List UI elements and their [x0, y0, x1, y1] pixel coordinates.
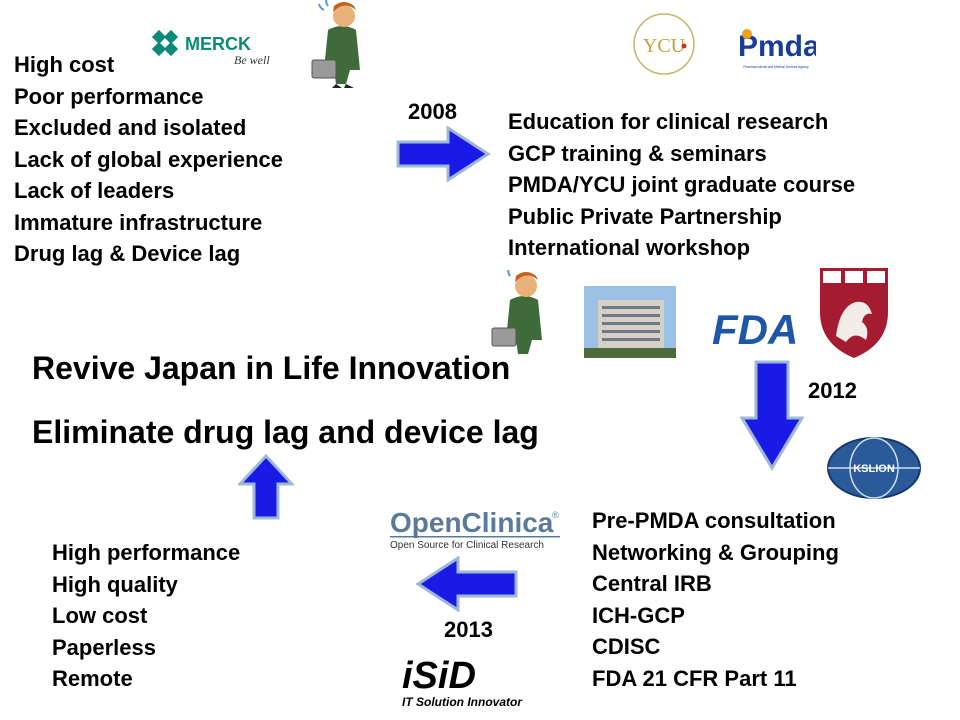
kslion-wordmark: KSLION — [853, 463, 895, 475]
outcomes-list: High performance High quality Low cost P… — [52, 537, 240, 695]
left-arrow-icon — [414, 556, 518, 612]
consultation-item: Networking & Grouping — [592, 539, 839, 565]
year-2012: 2012 — [808, 378, 857, 403]
fda-wordmark: FDA — [712, 306, 798, 350]
problem-item: Lack of leaders — [14, 178, 175, 203]
problem-item: Immature infrastructure — [14, 209, 263, 235]
harvard-shield-logo — [818, 266, 890, 360]
outcome-item: Low cost — [52, 603, 148, 628]
right-arrow-icon — [396, 126, 492, 182]
education-item: PMDA/YCU joint graduate course — [508, 172, 856, 197]
up-arrow-icon — [238, 454, 294, 520]
pmda-logo: Pmda Pharmaceuticals and Medical Devices… — [736, 20, 816, 72]
year-2013: 2013 — [444, 617, 493, 642]
isid-subtitle: IT Solution Innovator — [402, 695, 523, 709]
openclinica-subtitle: Open Source for Clinical Research — [390, 540, 544, 551]
ycu-mark: YCU — [643, 35, 686, 57]
outcome-item: Remote — [52, 666, 133, 691]
worried-man-illustration — [486, 270, 562, 356]
education-item: GCP training & seminars — [508, 140, 767, 166]
ycu-logo: YCU — [626, 6, 702, 82]
consultation-list: Pre-PMDA consultation Networking & Group… — [592, 505, 839, 694]
consultation-item: Central IRB — [592, 571, 712, 596]
outcome-item: High quality — [52, 571, 178, 597]
outcome-item: Paperless — [52, 634, 156, 660]
problem-item: High cost — [14, 52, 115, 77]
problem-item: Lack of global experience — [14, 146, 283, 172]
problem-item: Excluded and isolated — [14, 115, 247, 140]
openclinica-logo: OpenClinica ® Open Source for Clinical R… — [386, 504, 566, 554]
fda-logo: FDA — [710, 304, 800, 350]
headline-line2: Eliminate drug lag and device lag — [32, 414, 539, 450]
year-2008: 2008 — [408, 99, 457, 124]
problem-item: Drug lag & Device lag — [14, 241, 241, 266]
down-arrow-icon — [740, 360, 804, 472]
education-list: Education for clinical research GCP trai… — [508, 106, 855, 264]
education-item: International workshop — [508, 235, 751, 260]
problems-list: High cost Poor performance Excluded and … — [14, 49, 283, 270]
problem-item: Poor performance — [14, 83, 204, 109]
outcome-item: High performance — [52, 540, 241, 565]
office-building-image — [584, 286, 676, 358]
headline-line1: Revive Japan in Life Innovation — [32, 350, 511, 386]
consultation-item: CDISC — [592, 634, 661, 659]
worried-man-illustration — [306, 0, 378, 88]
kslion-globe-logo: KSLION — [826, 436, 922, 500]
isid-wordmark: iSiD — [402, 655, 476, 697]
consultation-item: ICH-GCP — [592, 602, 685, 628]
openclinica-registered: ® — [552, 510, 559, 520]
openclinica-wordmark: OpenClinica — [390, 507, 554, 538]
merck-logo: MERCK Be well — [152, 28, 282, 68]
pmda-subtitle: Pharmaceuticals and Medical Devices Agen… — [743, 65, 809, 69]
merck-wordmark: MERCK — [185, 34, 251, 54]
consultation-item: FDA 21 CFR Part 11 — [592, 665, 797, 691]
merck-tagline: Be well — [234, 53, 270, 67]
education-item: Education for clinical research — [508, 109, 829, 134]
education-item: Public Private Partnership — [508, 203, 782, 229]
isid-logo: iSiD IT Solution Innovator — [400, 652, 540, 710]
consultation-item: Pre-PMDA consultation — [592, 508, 836, 533]
